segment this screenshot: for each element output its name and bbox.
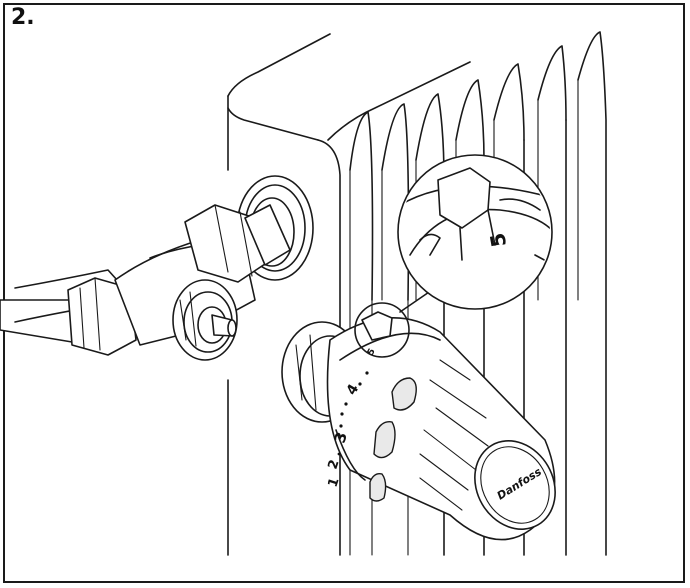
magnified-scale-mark: 5 [485, 231, 511, 249]
scale-mark-5: 5 [366, 347, 378, 357]
callout [354, 289, 433, 358]
scale-mark-2: 2 [326, 458, 343, 471]
step-number: 2. [11, 5, 35, 30]
radiator-valve [0, 204, 291, 361]
thermostat-head: 1 2 3 4 5 Danfoss [281, 311, 556, 541]
magnified-detail: 5 [397, 154, 553, 310]
scale-mark-1: 1 [326, 476, 343, 489]
